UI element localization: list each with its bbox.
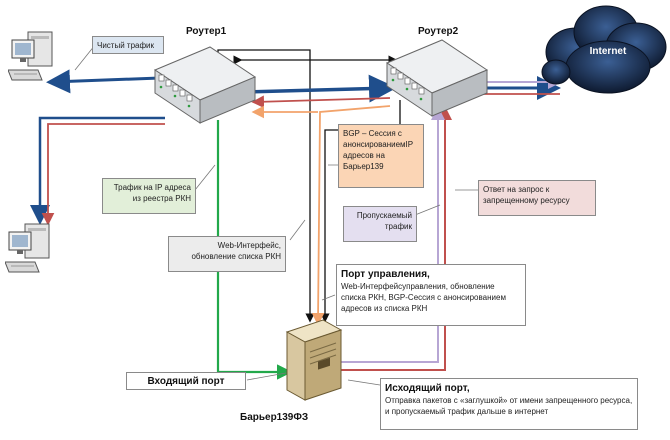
blue-link-top-pc	[46, 69, 161, 94]
blocked-reply-text: Ответ на запрос к запрещенному ресурсу	[483, 185, 570, 205]
callout-bgp-session: BGP – Сессия с анонсированиемIP адресов …	[338, 124, 424, 188]
internet-label: Internet	[590, 46, 627, 57]
barrier-label: Барьер139ФЗ	[240, 412, 309, 423]
callout-web-update: Web-Интерфейс, обновление списка РКН	[168, 236, 286, 272]
callout-mgmt-port: Порт управления, Web-Интерфейсуправления…	[336, 264, 526, 326]
server-icon	[285, 319, 343, 401]
red-link-barrier-router2	[330, 106, 452, 371]
mgmt-port-desc: Web-Интерфейсуправления, обновление спис…	[341, 282, 506, 313]
computer-icon	[5, 223, 50, 273]
blue-link-down	[30, 116, 165, 225]
bgp-session-text: BGP – Сессия с анонсированиемIP адресов …	[343, 129, 413, 171]
red-link-router1-pc	[41, 123, 165, 226]
orange-link-bgp	[311, 105, 391, 326]
callout-in-port: Входящий порт	[126, 372, 246, 390]
callout-rkn-traffic: Трафик на IP адреса из реестра РКН	[102, 178, 196, 214]
router2-label: Роутер2	[418, 26, 459, 37]
rkn-traffic-text: Трафик на IP адреса из реестра РКН	[113, 183, 191, 203]
callout-clean-traffic: Чистый трафик	[92, 36, 164, 54]
red-link-routers	[251, 95, 391, 109]
router-icon	[153, 46, 257, 124]
callout-blocked-reply: Ответ на запрос к запрещенному ресурсу	[478, 180, 596, 216]
computer-icon	[8, 31, 53, 81]
blue-link-routers	[223, 74, 397, 107]
router-icon	[385, 39, 489, 117]
allowed-traffic-text: Пропускаемый трафик	[356, 211, 412, 231]
mgmt-port-title: Порт управления,	[341, 269, 430, 280]
callout-out-port: Исходящий порт, Отправка пакетов с «загл…	[380, 378, 638, 430]
callout-allowed-traffic: Пропускаемый трафик	[343, 206, 417, 242]
out-port-title: Исходящий порт,	[385, 383, 470, 394]
clean-traffic-text: Чистый трафик	[97, 41, 155, 50]
router1-label: Роутер1	[186, 26, 227, 37]
purple-link-barrier-router2	[330, 106, 445, 363]
out-port-desc: Отправка пакетов с «заглушкой» от имени …	[385, 396, 633, 416]
web-update-text: Web-Интерфейс, обновление списка РКН	[191, 241, 281, 261]
in-port-text: Входящий порт	[147, 376, 225, 387]
cloud-icon: Internet	[541, 5, 667, 94]
